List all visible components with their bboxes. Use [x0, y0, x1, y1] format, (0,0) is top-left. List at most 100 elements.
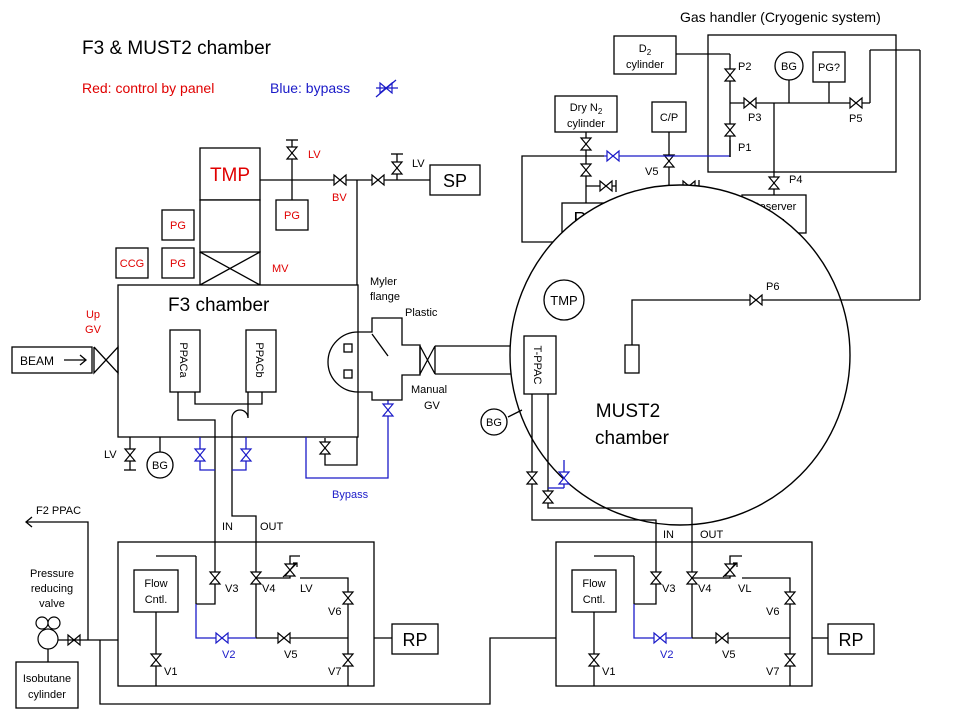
- v5-gas-valve[interactable]: [663, 154, 675, 168]
- valve-tppac-out[interactable]: [542, 490, 554, 504]
- left-v6-label: V6: [328, 606, 341, 618]
- valve-bv[interactable]: [333, 174, 347, 186]
- manual-gv-valve[interactable]: [419, 345, 436, 375]
- must2-label: MUST2: [596, 401, 660, 422]
- right-v3-valve[interactable]: [650, 571, 662, 585]
- plastic-slit: [371, 333, 389, 357]
- valve-in-bypass[interactable]: [194, 448, 206, 462]
- valve-lv-bottom[interactable]: [124, 448, 136, 462]
- valve-chamber-bottom[interactable]: [319, 441, 331, 455]
- dry-n2-label: Dry N2: [570, 102, 603, 116]
- gas-pg-box: [812, 51, 846, 83]
- cp-box: [651, 101, 687, 133]
- ppacb-label: PPACb: [253, 342, 265, 377]
- left-gas-panel: [117, 541, 375, 687]
- myler-flange-arc: [327, 331, 359, 393]
- valve-sp[interactable]: [371, 174, 385, 186]
- valve-p5[interactable]: [849, 97, 863, 109]
- ppac-gas-loop-3: [231, 392, 249, 510]
- beam-arrowhead: [79, 354, 88, 366]
- rp1-valve-mid[interactable]: [580, 163, 592, 177]
- bg-f3-gauge: [146, 451, 174, 479]
- pg-mid-box: [161, 209, 195, 241]
- f3-chamber-label: F3 chamber: [168, 295, 270, 316]
- ppacb-box: [245, 329, 277, 393]
- right-in-pipe: [634, 570, 657, 605]
- valve-tppac-in[interactable]: [526, 471, 538, 485]
- in-bypass-blue: [199, 437, 215, 471]
- prv-body[interactable]: [37, 628, 59, 650]
- right-vl-label: VL: [738, 583, 751, 595]
- left-v7-label: V7: [328, 666, 341, 678]
- up-gv-valve[interactable]: [93, 345, 119, 375]
- f2-ppac-label: F2 PPAC: [36, 505, 81, 517]
- sp-label: SP: [443, 171, 467, 191]
- right-v6-valve[interactable]: [784, 591, 796, 605]
- manual-gv-label-2: GV: [424, 400, 441, 412]
- right-v3-label: V3: [662, 583, 675, 595]
- bypass-valve-gas[interactable]: [606, 150, 620, 162]
- left-lv-valve[interactable]: [282, 562, 298, 578]
- rp1-valve-top[interactable]: [580, 137, 592, 151]
- prv-label-2: reducing: [31, 583, 73, 595]
- p6-line: [631, 299, 920, 345]
- p4-label: P4: [789, 174, 802, 186]
- valve-lv-top[interactable]: [286, 146, 298, 160]
- valve-p3[interactable]: [743, 97, 757, 109]
- left-v1-valve[interactable]: [150, 653, 162, 667]
- right-v1-valve[interactable]: [588, 653, 600, 667]
- right-v1-label: V1: [602, 666, 615, 678]
- ccg-label: CCG: [120, 258, 144, 270]
- valve-p2[interactable]: [724, 68, 736, 82]
- must2-tmp-circle: [543, 279, 585, 321]
- dry-n2-label-2: cylinder: [567, 118, 605, 130]
- p2-label: P2: [738, 61, 751, 73]
- ppaca-label: PPACa: [177, 342, 189, 378]
- cp-label: C/P: [660, 112, 678, 124]
- p5-label: P5: [849, 113, 862, 125]
- left-v7-valve[interactable]: [342, 653, 354, 667]
- rp1-valve-side[interactable]: [599, 180, 613, 192]
- plastic-label: Plastic: [405, 307, 438, 319]
- gas-handler-enclosure: [707, 34, 897, 173]
- left-v2-line: [195, 604, 256, 639]
- left-v2-valve[interactable]: [215, 632, 229, 644]
- left-v6-line: [300, 577, 349, 686]
- d2-cylinder-label: D2: [639, 43, 652, 57]
- left-v5-valve[interactable]: [277, 632, 291, 644]
- pg-top-box: [275, 199, 309, 231]
- valve-out-bypass[interactable]: [240, 448, 252, 462]
- left-in-pipe: [196, 510, 216, 605]
- pg-low-box: [161, 247, 195, 279]
- f3-chamber-box: [117, 284, 359, 438]
- supply-to-right-panel: [99, 637, 556, 705]
- valve-lv-sp[interactable]: [391, 161, 403, 175]
- prv-label-3: valve: [39, 598, 65, 610]
- right-v5-valve[interactable]: [715, 632, 729, 644]
- p1-label: P1: [738, 142, 751, 154]
- ppac-gas-loop-1: [177, 392, 216, 510]
- left-v6-valve[interactable]: [342, 591, 354, 605]
- out-bypass-blue: [232, 437, 247, 471]
- right-vl-valve[interactable]: [722, 562, 738, 578]
- left-v3-valve[interactable]: [209, 571, 221, 585]
- right-gas-panel: [555, 541, 813, 687]
- p3-label: P3: [748, 112, 761, 124]
- target-holder: [624, 344, 640, 374]
- right-v2-valve[interactable]: [653, 632, 667, 644]
- left-rp-box: [391, 623, 439, 655]
- legend-red: Red: control by panel: [82, 80, 214, 96]
- myler-flange-bottom: [343, 369, 353, 379]
- left-in-label: IN: [222, 521, 233, 533]
- right-flow-label-2: Cntl.: [583, 594, 606, 606]
- left-v1-label: V1: [164, 666, 177, 678]
- right-v7-valve[interactable]: [784, 653, 796, 667]
- valve-p4[interactable]: [768, 176, 780, 190]
- valve-p1[interactable]: [724, 123, 736, 137]
- left-v3-label: V3: [225, 583, 238, 595]
- page-title: F3 & MUST2 chamber: [82, 38, 272, 59]
- must2-tmp-label: TMP: [550, 293, 577, 308]
- pg-top-label: PG: [284, 210, 300, 222]
- valve-manual-bypass[interactable]: [382, 403, 394, 417]
- isobutane-label-2: cylinder: [28, 689, 66, 701]
